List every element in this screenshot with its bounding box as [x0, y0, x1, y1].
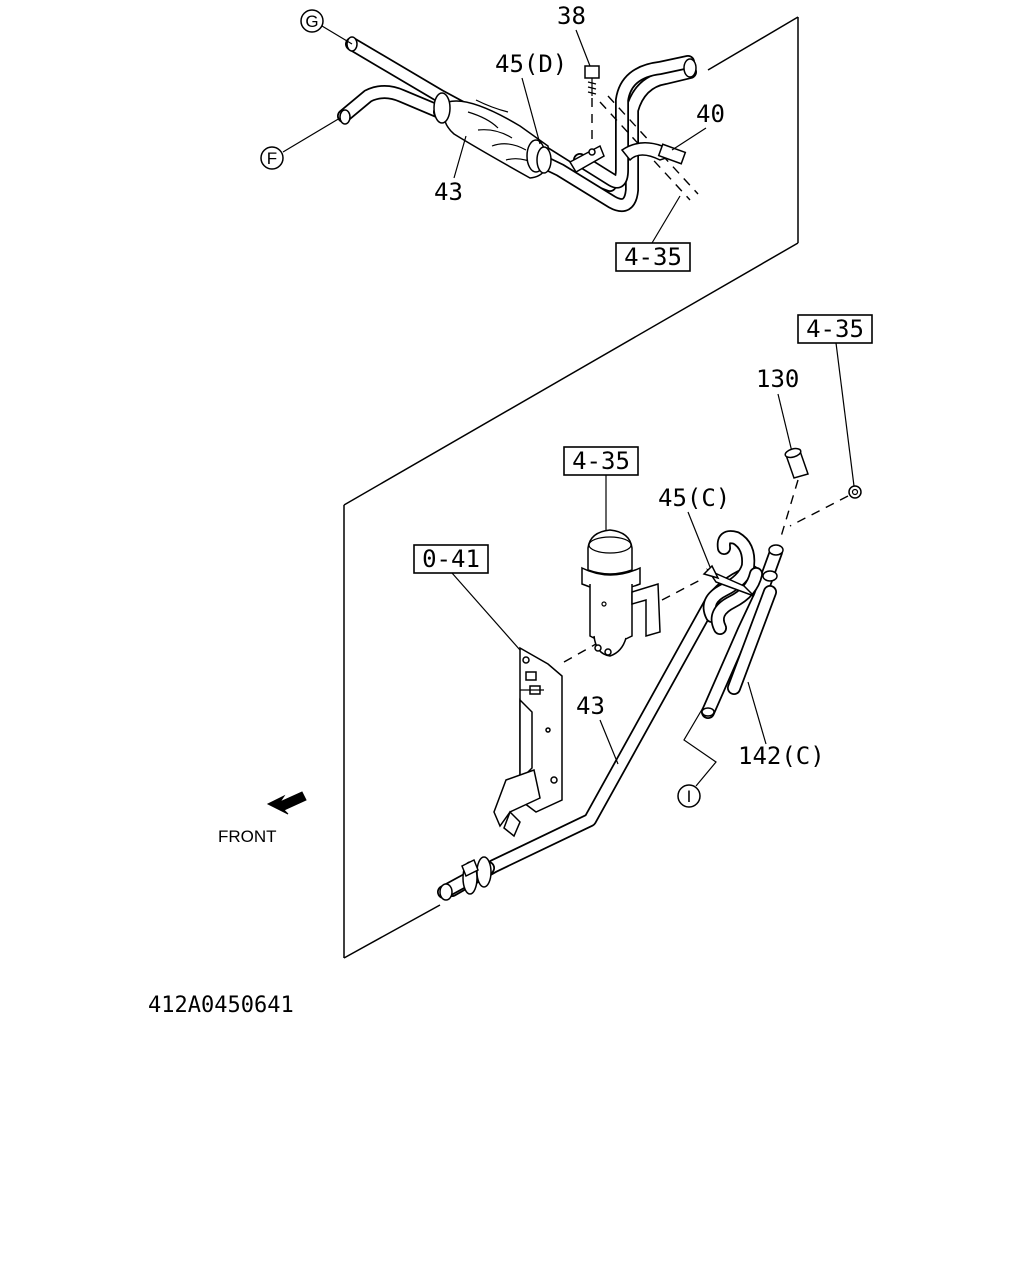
callout-f: F [267, 149, 277, 168]
nut-icon [848, 485, 862, 499]
label-45d: 45(D) [495, 50, 567, 78]
frame-lines [343, 16, 799, 959]
label-43-top: 43 [434, 178, 463, 206]
top-hose-assembly [337, 36, 699, 212]
ref-label-mid: 4-35 [572, 447, 630, 475]
callout-i-circle [677, 784, 701, 808]
front-arrow-icon [266, 791, 307, 815]
callout-g-circle [300, 9, 324, 33]
front-label: FRONT [218, 827, 277, 846]
label-43-bottom: 43 [576, 692, 605, 720]
drawing-number: 412A0450641 [148, 993, 294, 1018]
ref-label-041: 0-41 [422, 545, 480, 573]
label-142c: 142(C) [738, 742, 825, 770]
callout-i: I [687, 787, 692, 806]
ref-label-top: 4-35 [624, 243, 682, 271]
callout-g: G [305, 12, 318, 31]
ref-box-top [615, 242, 691, 272]
label-130: 130 [756, 365, 799, 393]
label-45c: 45(C) [658, 484, 730, 512]
ref-box-041 [413, 544, 489, 574]
label-38: 38 [557, 2, 586, 30]
label-40: 40 [696, 100, 725, 128]
ref-label-right: 4-35 [806, 315, 864, 343]
ref-box-mid [563, 446, 639, 476]
reservoir [581, 529, 661, 657]
lower-hose-assembly [437, 530, 784, 901]
callout-f-circle [260, 146, 284, 170]
ref-box-right [797, 314, 873, 344]
mounting-bracket [493, 646, 563, 838]
